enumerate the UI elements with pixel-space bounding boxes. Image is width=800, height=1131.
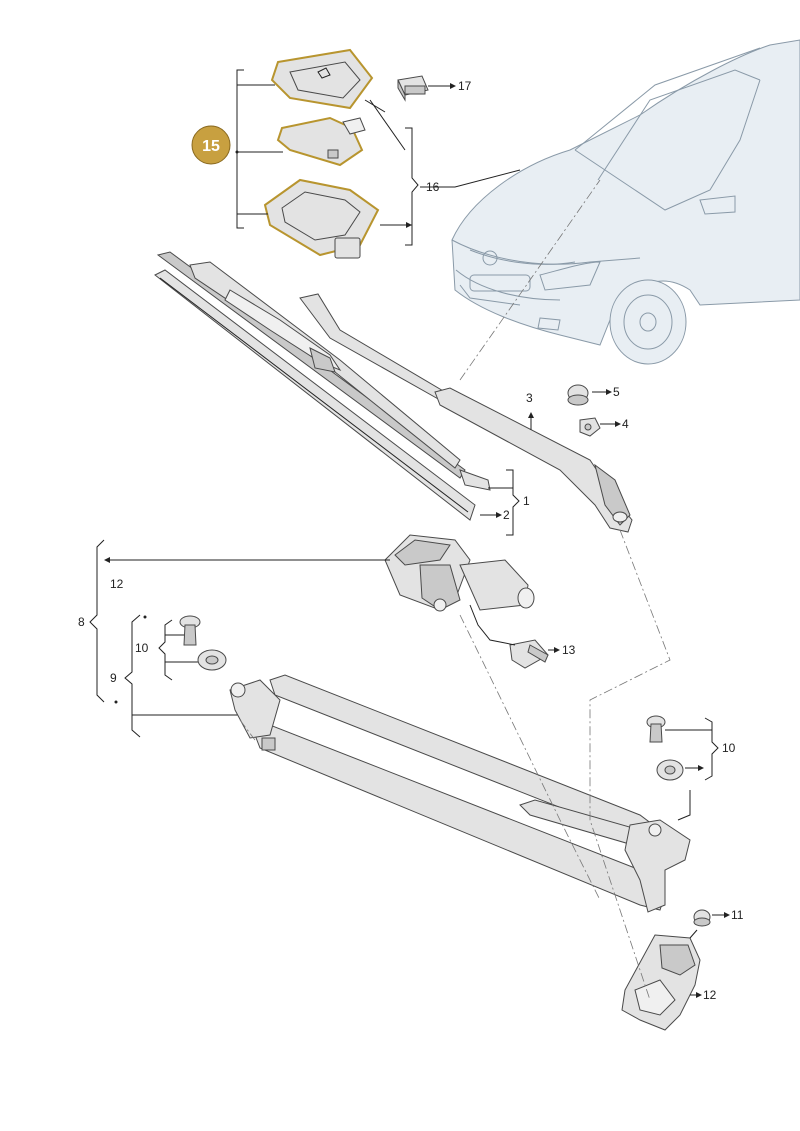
wiper-arm (299, 293, 633, 533)
car-front-illustration (451, 39, 800, 365)
part-10-left (179, 615, 227, 671)
part-15-cover-assembly (263, 48, 380, 259)
label-13: 13 (562, 643, 576, 657)
label-5: 5 (613, 385, 620, 399)
part-4-nut (579, 417, 601, 437)
part-10-right (646, 715, 684, 781)
bracket-16 (405, 127, 419, 246)
label-2: 2 (503, 508, 510, 522)
bracket-10-right (704, 717, 719, 781)
label-10-right: 10 (722, 741, 736, 755)
label-8: 8 (78, 615, 85, 629)
part-5-cap (567, 384, 589, 406)
part-15-badge: 15 (191, 125, 231, 165)
alignment-lines (239, 179, 671, 1001)
label-17: 17 (458, 79, 472, 93)
label-1: 1 (523, 494, 530, 508)
label-3: 3 (526, 391, 533, 405)
bracket-1 (506, 469, 520, 536)
label-16: 16 (426, 180, 440, 194)
part-12-bearing-housing (621, 929, 701, 1031)
label-12-motor: 12 (110, 577, 124, 591)
bracket-8 (89, 539, 105, 703)
part-11-cap (693, 909, 711, 927)
wiper-linkage-frame (229, 674, 691, 913)
label-11: 11 (731, 908, 744, 922)
label-12-housing: 12 (703, 988, 717, 1002)
part-17-connector (397, 75, 429, 102)
part-13-connector (509, 639, 549, 669)
bracket-15 (236, 69, 244, 229)
label-4: 4 (622, 417, 629, 431)
label-9: 9 (110, 671, 117, 685)
bracket-10-left (158, 619, 173, 681)
label-15: 15 (202, 138, 220, 155)
bracket-9 (124, 614, 141, 738)
wiper-blade-assembly (154, 251, 491, 521)
label-10-left: 10 (135, 641, 149, 655)
wiper-motor (384, 534, 535, 612)
